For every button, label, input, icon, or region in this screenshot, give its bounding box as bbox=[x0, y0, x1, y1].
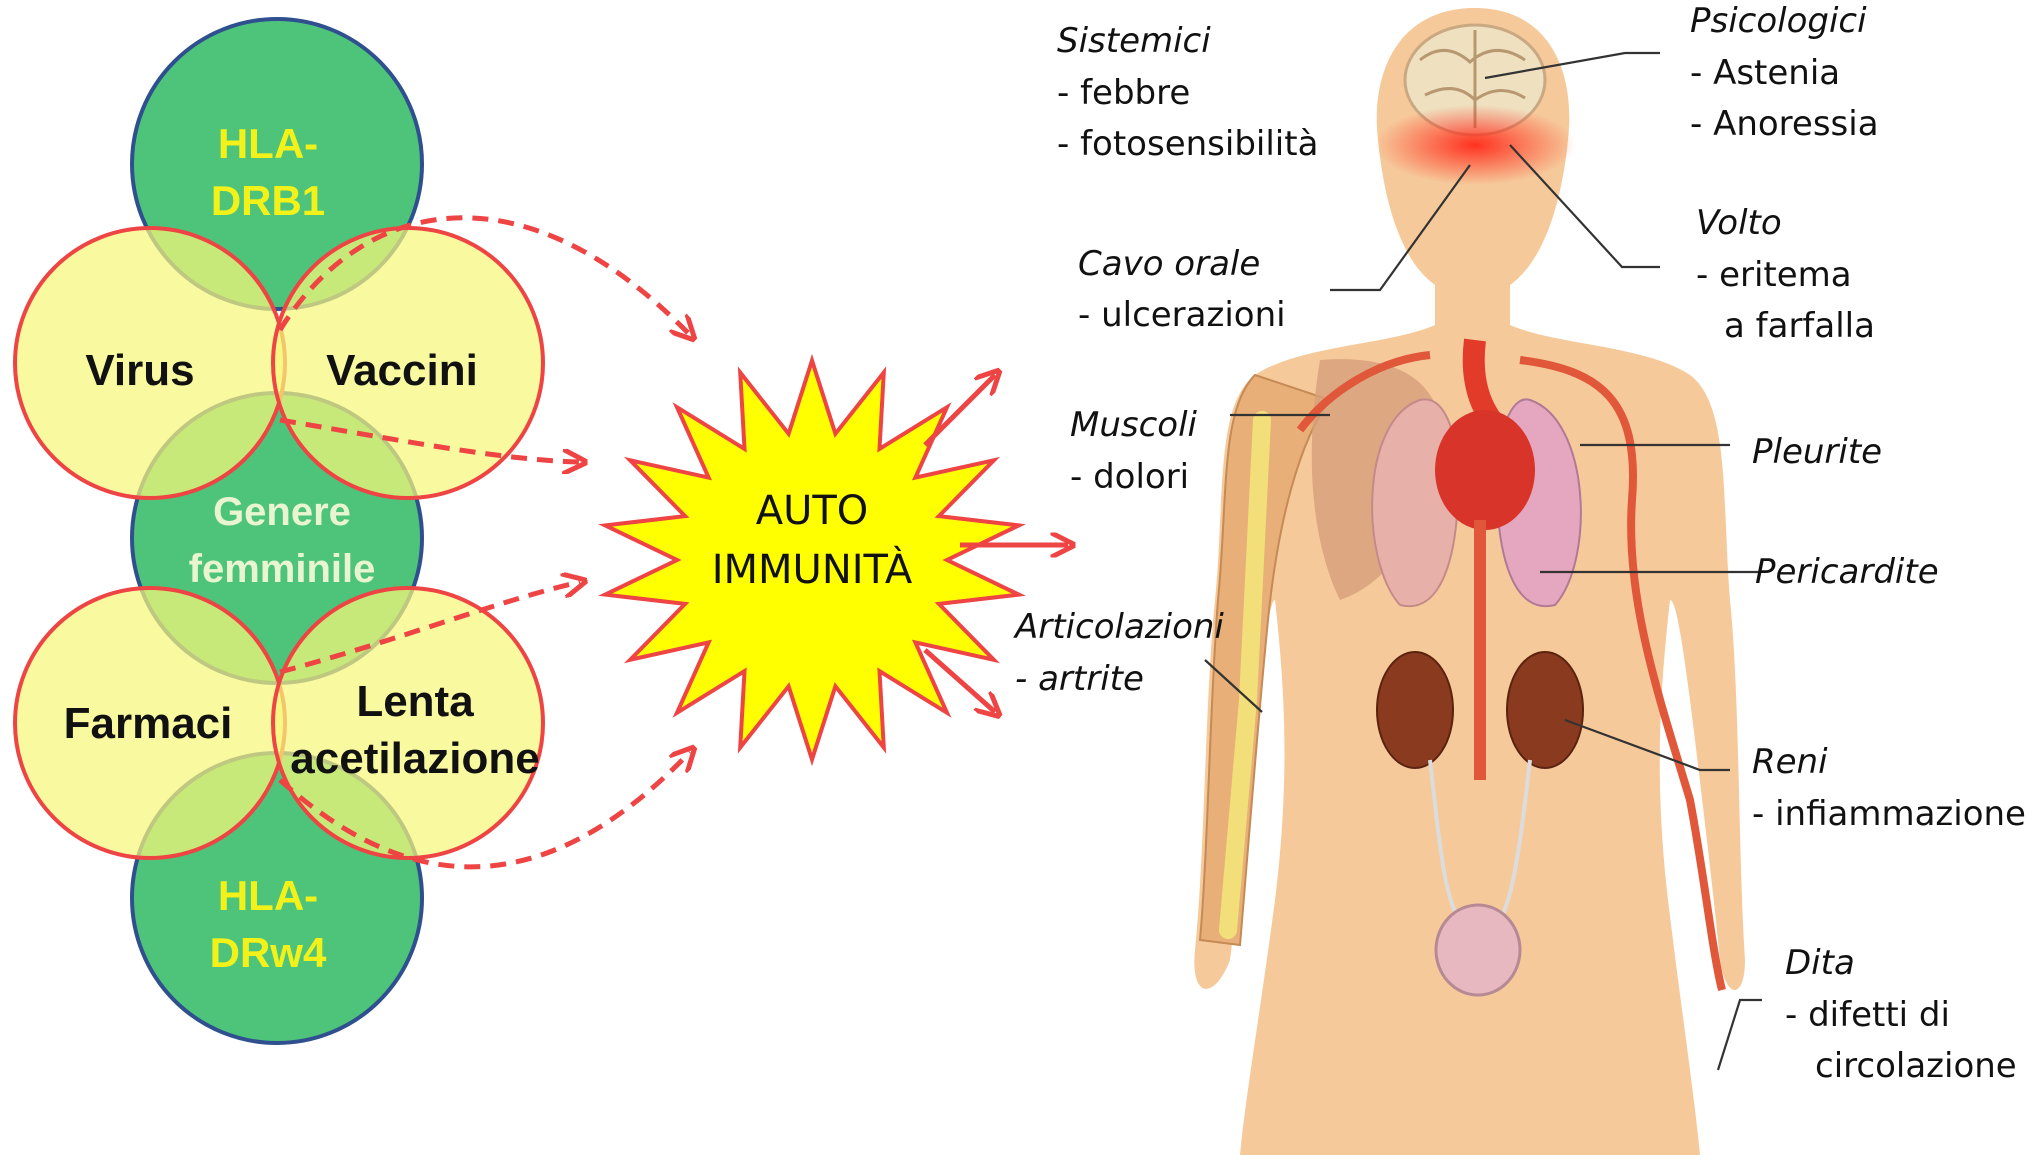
genere-line1: Genere bbox=[213, 490, 351, 534]
psicologici-line1: - Astenia bbox=[1690, 53, 1840, 93]
psicologici-line2: - Anoressia bbox=[1690, 104, 1879, 144]
pleurite-title: Pleurite bbox=[1752, 432, 1882, 472]
reni-line1: - infiammazione bbox=[1752, 794, 2026, 834]
articolazioni-title: Articolazioni bbox=[1013, 607, 1224, 647]
hla-bottom-line2: DRw4 bbox=[210, 929, 327, 976]
volto-title: Volto bbox=[1696, 203, 1782, 243]
cavo-line1: - ulcerazioni bbox=[1078, 295, 1286, 335]
autoimmunity-burst: AUTO IMMUNITÀ bbox=[605, 361, 1019, 760]
sistemici-line2: - fotosensibilità bbox=[1057, 124, 1318, 164]
cavo-title: Cavo orale bbox=[1078, 244, 1260, 284]
psicologici-title: Psicologici bbox=[1690, 1, 1867, 41]
kidney-right bbox=[1507, 652, 1583, 768]
venn-cluster: HLA- DRB1 Virus Vaccini Genere femminile… bbox=[15, 19, 543, 1043]
brain-glow bbox=[1375, 105, 1575, 185]
volto-line2: a farfalla bbox=[1724, 306, 1875, 346]
farmaci-label: Farmaci bbox=[64, 699, 233, 748]
genere-line2: femminile bbox=[189, 547, 376, 591]
hla-top-line1: HLA- bbox=[218, 120, 318, 167]
virus-label: Virus bbox=[85, 346, 194, 395]
lead-dita bbox=[1718, 1000, 1762, 1070]
solid-arrow-up bbox=[925, 375, 995, 445]
articolazioni-line1: - artrite bbox=[1015, 659, 1144, 699]
kidney-left bbox=[1377, 652, 1453, 768]
lenta-line2: acetilazione bbox=[290, 734, 539, 783]
reni-title: Reni bbox=[1752, 742, 1828, 782]
bladder bbox=[1436, 905, 1520, 995]
auto-line1: AUTO bbox=[756, 488, 869, 534]
muscoli-title: Muscoli bbox=[1070, 405, 1198, 445]
vaccini-label: Vaccini bbox=[326, 346, 478, 395]
muscoli-line1: - dolori bbox=[1070, 457, 1189, 497]
body-illustration bbox=[1194, 8, 1745, 1155]
sistemici-line1: - febbre bbox=[1057, 73, 1190, 113]
volto-line1: - eritema bbox=[1696, 255, 1852, 295]
dita-line1: - difetti di bbox=[1785, 995, 1950, 1035]
dita-title: Dita bbox=[1785, 943, 1855, 983]
hla-bottom-line1: HLA- bbox=[218, 872, 318, 919]
dita-line2: circolazione bbox=[1815, 1046, 2017, 1086]
lenta-line1: Lenta bbox=[356, 677, 474, 726]
sistemici-title: Sistemici bbox=[1057, 21, 1211, 61]
pericardite-title: Pericardite bbox=[1755, 552, 1939, 592]
auto-line2: IMMUNITÀ bbox=[712, 545, 913, 593]
hla-top-line2: DRB1 bbox=[211, 177, 325, 224]
heart bbox=[1435, 410, 1535, 530]
